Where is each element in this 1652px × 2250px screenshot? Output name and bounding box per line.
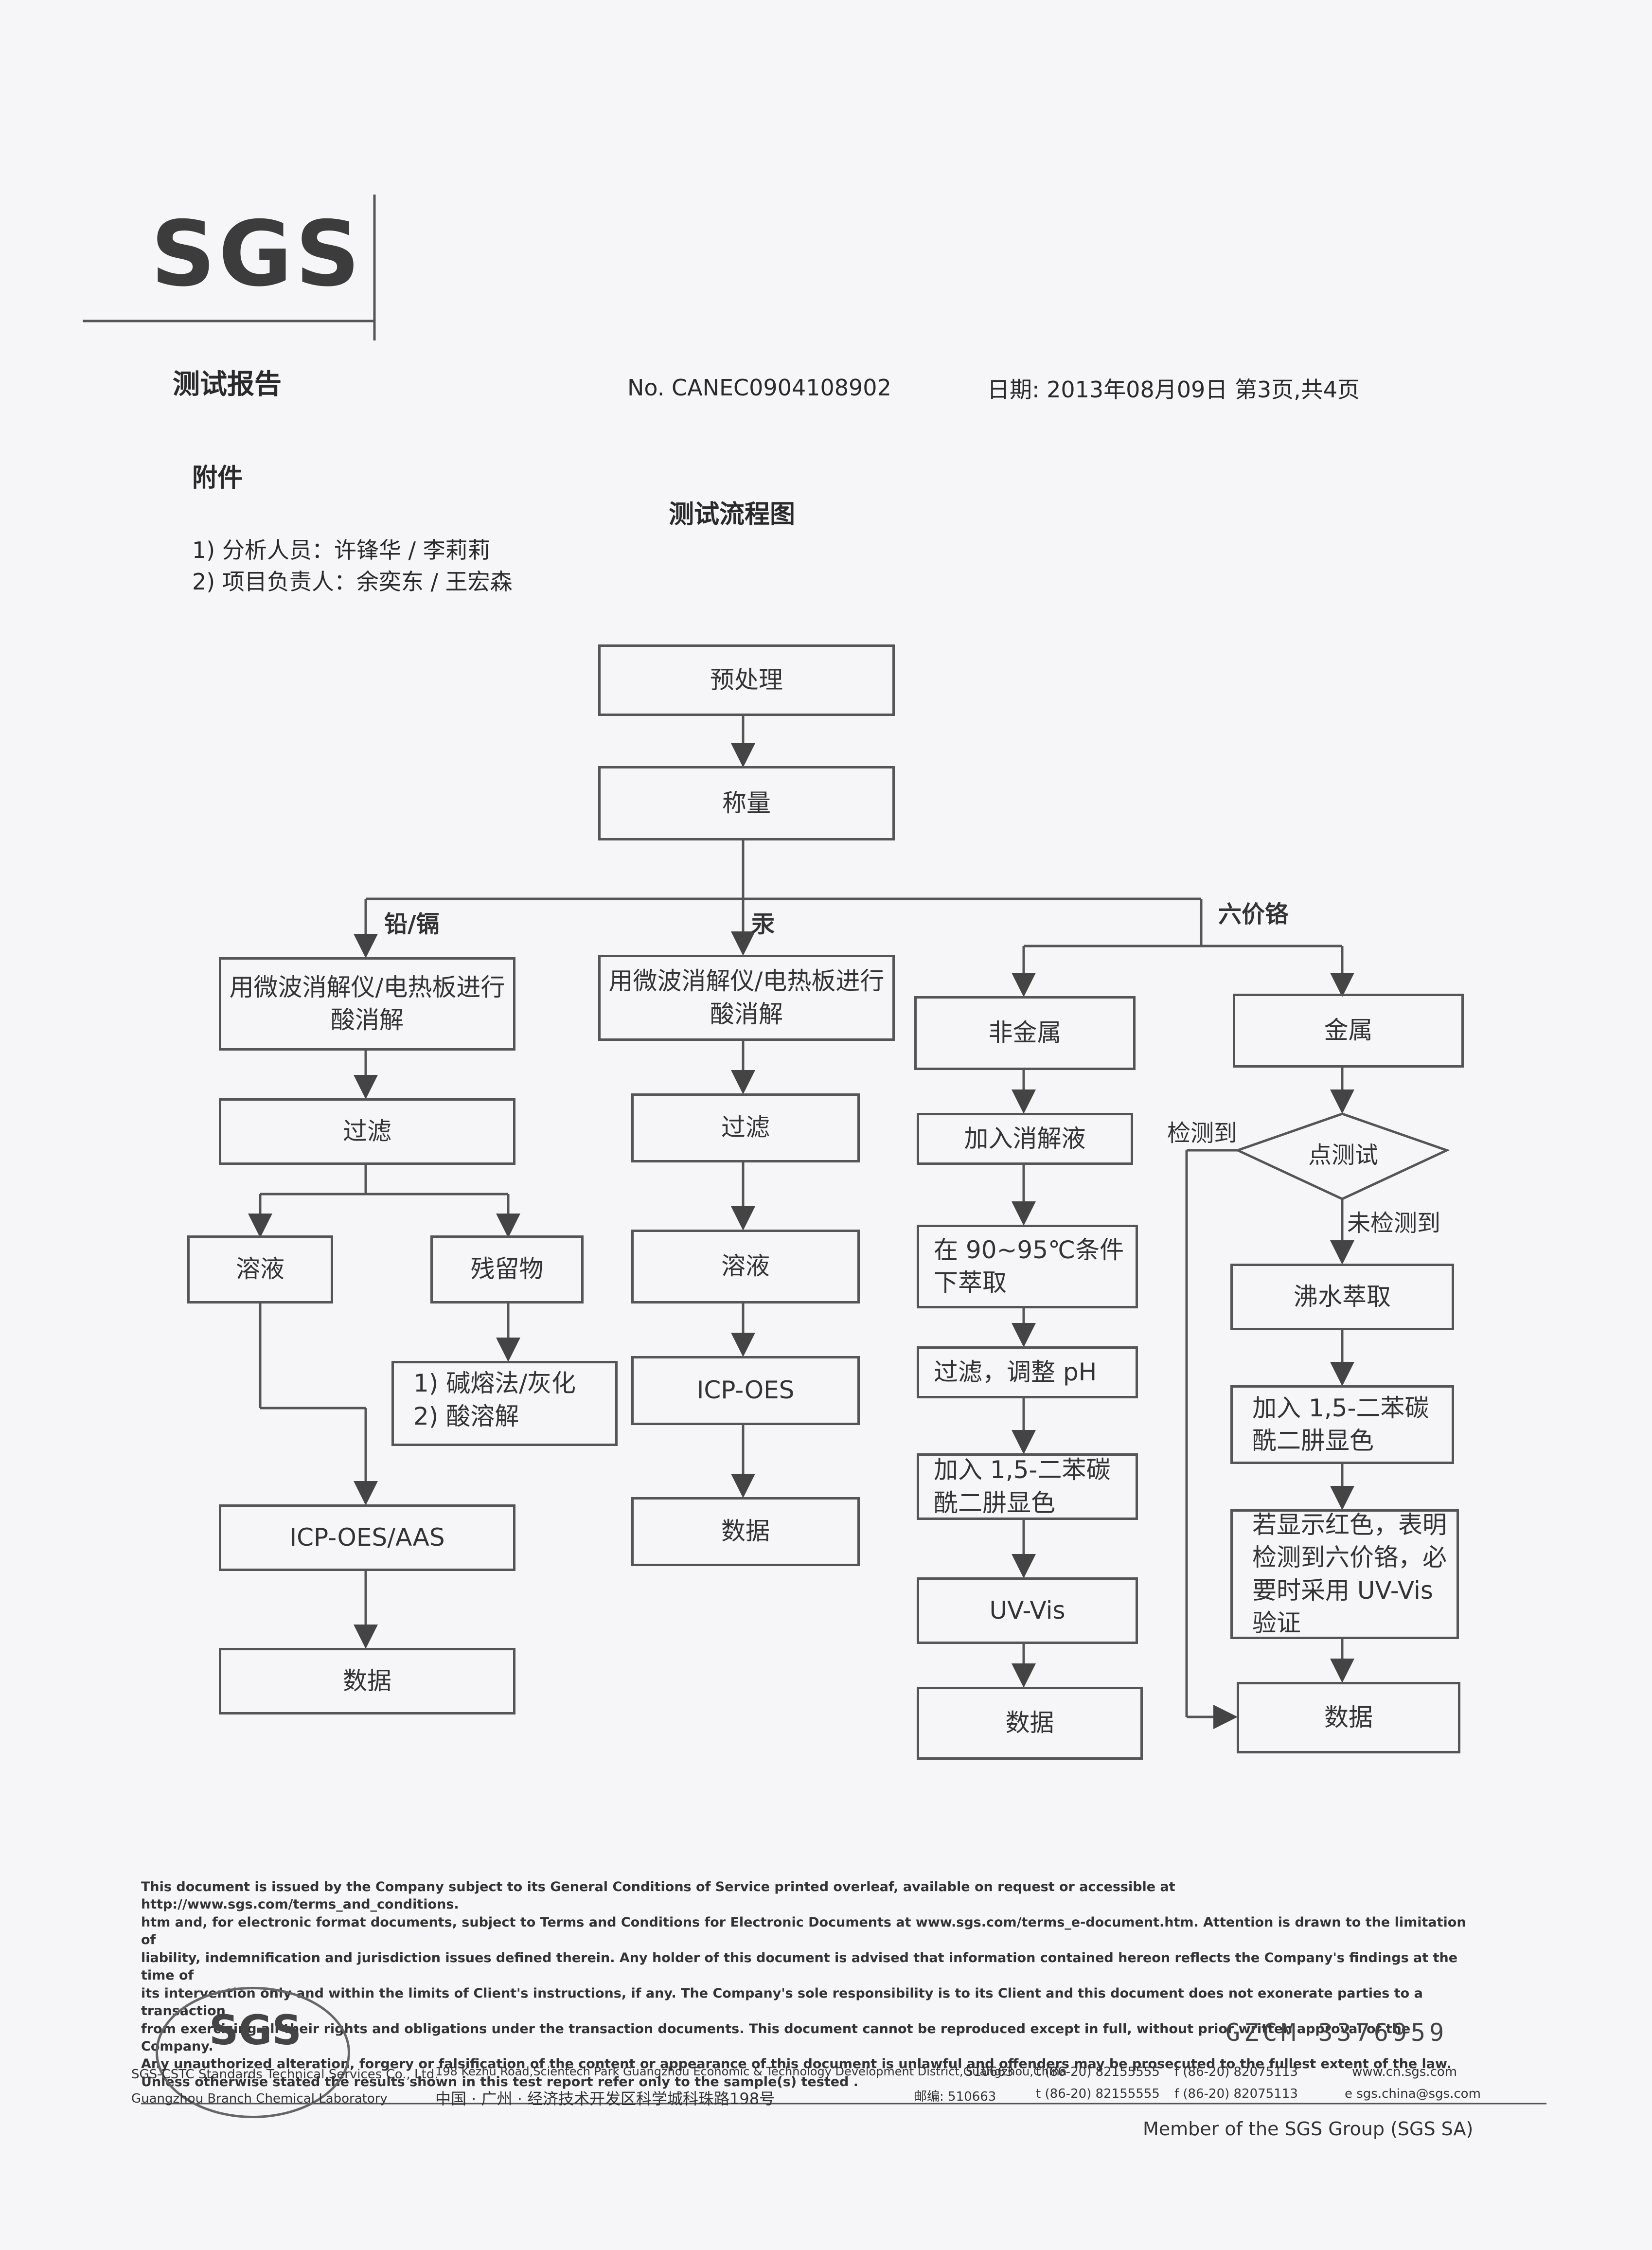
box-col2-instrument: ICP-OES	[631, 1356, 860, 1425]
box-col3-data: 数据	[917, 1687, 1143, 1760]
report-title: 测试报告	[173, 369, 282, 400]
report-date-page: 日期: 2013年08月09日 第3页,共4页	[987, 376, 1360, 403]
sgs-logo: SGS	[151, 201, 363, 306]
box-col1-digest: 用微波消解仪/电热板进行酸消解	[219, 957, 515, 1051]
website: www.cn.sgs.com	[1352, 2065, 1457, 2079]
box-col3-add-digest: 加入消解液	[917, 1113, 1133, 1165]
box-col3-color: 加入 1,5-二苯碳酰二肼显色	[917, 1453, 1138, 1520]
box-col2-filter: 过滤	[631, 1093, 860, 1162]
serial-number: GZCM 3376959	[1226, 2018, 1448, 2047]
fax-cn: f (86-20) 82075113	[1174, 2087, 1298, 2101]
box-col4-color: 加入 1,5-二苯碳酰二肼显色	[1230, 1385, 1454, 1464]
report-number: No. CANEC0904108902	[627, 375, 891, 401]
box-weigh: 称量	[598, 766, 895, 840]
box-pretreat: 预处理	[598, 644, 895, 716]
spot-test-label: 点测试	[1308, 1142, 1379, 1169]
manager-line: 2) 项目负责人：余奕东 / 王宏森	[192, 569, 513, 595]
company-name-en: SGS-CSTC Standards Technical Services Co…	[131, 2067, 439, 2082]
alkali-step-2: 2) 酸溶解	[413, 1402, 519, 1430]
stamp-logo: SGS	[209, 2006, 302, 2054]
box-col1-solution: 溶液	[187, 1235, 333, 1304]
box-col4-confirm: 若显示红色，表明检测到六价铬，必要时采用 UV-Vis 验证	[1230, 1509, 1459, 1639]
address-en: 198 Kezhu Road,Scientech Park Guangzhou …	[435, 2065, 1067, 2078]
box-col1-alkali: 1) 碱熔法/灰化 2) 酸溶解	[391, 1361, 618, 1446]
flowchart-title: 测试流程图	[669, 500, 796, 529]
box-col3-extract: 在 90~95℃条件下萃取	[917, 1225, 1138, 1308]
company-stamp	[156, 1987, 350, 2118]
branch-label-pb-cd: 铅/镉	[384, 911, 440, 938]
box-col1-data: 数据	[219, 1648, 515, 1714]
box-col1-residue: 残留物	[430, 1235, 584, 1304]
terms-line: htm and, for electronic format documents…	[141, 1914, 1466, 1948]
box-col2-digest: 用微波消解仪/电热板进行酸消解	[598, 955, 895, 1041]
box-col3-uvvis: UV-Vis	[917, 1577, 1138, 1644]
address-cn: 中国 · 广州 · 经济技术开发区科学城科珠路198号	[435, 2089, 775, 2108]
phone-cn: t (86-20) 82155555	[1036, 2087, 1160, 2101]
phone-en: t (86-20) 82155555	[1036, 2065, 1160, 2079]
box-col2-data: 数据	[631, 1497, 860, 1566]
terms-line: Any unauthorized alteration, forgery or …	[141, 2056, 1452, 2072]
email: e sgs.china@sgs.com	[1345, 2087, 1481, 2101]
branch-label-cr6: 六价铬	[1218, 901, 1289, 928]
terms-line: liability, indemnification and jurisdict…	[141, 1950, 1458, 1983]
box-col2-solution: 溶液	[631, 1230, 860, 1304]
box-col1-instrument: ICP-OES/AAS	[219, 1504, 515, 1571]
member-line: Member of the SGS Group (SGS SA)	[1143, 2118, 1474, 2140]
box-col4-boil-extract: 沸水萃取	[1230, 1264, 1454, 1330]
not-detected-label: 未检测到	[1347, 1210, 1441, 1237]
branch-label-hg: 汞	[751, 911, 775, 938]
box-col3-nonmetal: 非金属	[914, 996, 1136, 1070]
box-col3-filter-ph: 过滤，调整 pH	[917, 1346, 1138, 1398]
terms-line: its intervention only and within the lim…	[141, 1985, 1423, 2019]
detected-label: 检测到	[1167, 1120, 1238, 1147]
box-col4-data: 数据	[1237, 1682, 1460, 1753]
postcode-cn: 邮编: 510663	[914, 2089, 996, 2104]
postcode-en: 510663	[965, 2065, 1014, 2079]
alkali-step-1: 1) 碱熔法/灰化	[413, 1369, 576, 1397]
box-col1-filter: 过滤	[219, 1098, 515, 1165]
fax-en: f (86-20) 82075113	[1174, 2065, 1298, 2079]
box-col4-metal: 金属	[1233, 994, 1464, 1068]
analyst-line: 1) 分析人员：许锋华 / 李莉莉	[192, 537, 490, 563]
terms-line: This document is issued by the Company s…	[141, 1879, 1175, 1912]
attachment-label: 附件	[192, 464, 243, 493]
company-lab: Guangzhou Branch Chemical Laboratory	[131, 2091, 388, 2106]
